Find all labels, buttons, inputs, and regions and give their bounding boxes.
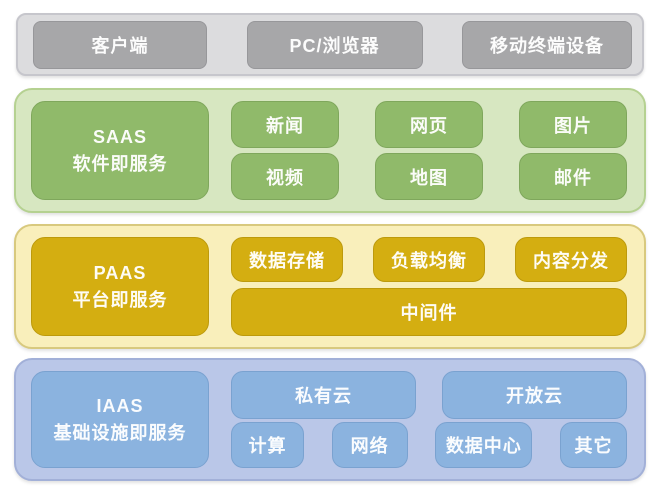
client-item-pc-browser: PC/浏览器 bbox=[246, 20, 423, 69]
saas-item-webpage-label: 网页 bbox=[410, 115, 448, 136]
iaas-item-other: 其它 bbox=[559, 422, 627, 468]
paas-item-load-balancing: 负载均衡 bbox=[373, 237, 485, 282]
iaas-item-network-label: 网络 bbox=[350, 436, 389, 456]
iaas-layer: IAAS 基础设施即服务 私有云 开放云 计算 网络 数据中心 bbox=[14, 358, 646, 481]
client-layer: 客户端 PC/浏览器 移动终端设备 bbox=[16, 13, 644, 76]
iaas-item-open-cloud-label: 开放云 bbox=[506, 386, 563, 406]
saas-item-image-label: 图片 bbox=[554, 115, 592, 136]
paas-item-data-storage-label: 数据存储 bbox=[249, 250, 325, 271]
iaas-title-box: IAAS 基础设施即服务 bbox=[31, 371, 209, 468]
client-item-mobile-device-label: 移动终端设备 bbox=[490, 35, 604, 56]
saas-item-map-label: 地图 bbox=[410, 167, 448, 188]
iaas-resources-row: 计算 网络 数据中心 其它 bbox=[231, 422, 627, 468]
client-item-client: 客户端 bbox=[33, 20, 207, 69]
iaas-services-area: 私有云 开放云 计算 网络 数据中心 其它 bbox=[231, 371, 627, 468]
iaas-item-open-cloud: 开放云 bbox=[442, 371, 627, 419]
paas-title-acronym: PAAS bbox=[93, 262, 147, 283]
iaas-item-private-cloud-label: 私有云 bbox=[295, 386, 352, 406]
iaas-item-compute: 计算 bbox=[231, 422, 304, 468]
paas-item-data-storage: 数据存储 bbox=[231, 237, 343, 282]
client-item-client-label: 客户端 bbox=[91, 35, 149, 56]
paas-title-chinese: 平台即服务 bbox=[72, 289, 168, 310]
saas-services-grid: 新闻 网页 图片 视频 地图 邮件 bbox=[231, 101, 627, 200]
client-item-pc-browser-label: PC/浏览器 bbox=[289, 35, 380, 56]
client-item-mobile-device: 移动终端设备 bbox=[462, 20, 632, 69]
iaas-item-network: 网络 bbox=[331, 422, 408, 468]
saas-layer: SAAS 软件即服务 新闻 网页 图片 视频 地图 邮件 bbox=[14, 88, 646, 213]
saas-item-video-label: 视频 bbox=[266, 167, 304, 188]
paas-item-middleware-label: 中间件 bbox=[400, 303, 458, 323]
iaas-item-private-cloud: 私有云 bbox=[231, 371, 416, 419]
saas-item-mail: 邮件 bbox=[519, 153, 627, 200]
saas-item-map: 地图 bbox=[375, 153, 483, 200]
saas-item-mail-label: 邮件 bbox=[554, 167, 592, 188]
iaas-title-chinese: 基础设施即服务 bbox=[53, 422, 187, 443]
paas-title-box: PAAS 平台即服务 bbox=[31, 237, 209, 336]
iaas-clouds-row: 私有云 开放云 bbox=[231, 371, 627, 419]
iaas-item-compute-label: 计算 bbox=[248, 436, 287, 456]
paas-item-content-delivery-label: 内容分发 bbox=[533, 250, 609, 271]
iaas-item-data-center: 数据中心 bbox=[435, 422, 533, 468]
paas-item-content-delivery: 内容分发 bbox=[515, 237, 627, 282]
saas-item-news: 新闻 bbox=[231, 101, 339, 148]
iaas-item-other-label: 其它 bbox=[574, 436, 613, 456]
iaas-item-data-center-label: 数据中心 bbox=[445, 436, 522, 456]
paas-item-load-balancing-label: 负载均衡 bbox=[391, 250, 467, 271]
saas-item-news-label: 新闻 bbox=[266, 115, 304, 136]
saas-item-webpage: 网页 bbox=[375, 101, 483, 148]
saas-item-image: 图片 bbox=[519, 101, 627, 148]
saas-title-box: SAAS 软件即服务 bbox=[31, 101, 209, 200]
saas-title-acronym: SAAS bbox=[92, 126, 147, 147]
paas-item-middleware: 中间件 bbox=[231, 288, 627, 336]
iaas-title-acronym: IAAS bbox=[96, 395, 144, 416]
paas-layer: PAAS 平台即服务 数据存储 负载均衡 内容分发 中间件 bbox=[14, 224, 646, 349]
paas-services-area: 数据存储 负载均衡 内容分发 中间件 bbox=[231, 237, 627, 336]
saas-title-chinese: 软件即服务 bbox=[72, 153, 168, 174]
paas-services-row: 数据存储 负载均衡 内容分发 bbox=[231, 237, 627, 282]
saas-item-video: 视频 bbox=[231, 153, 339, 200]
